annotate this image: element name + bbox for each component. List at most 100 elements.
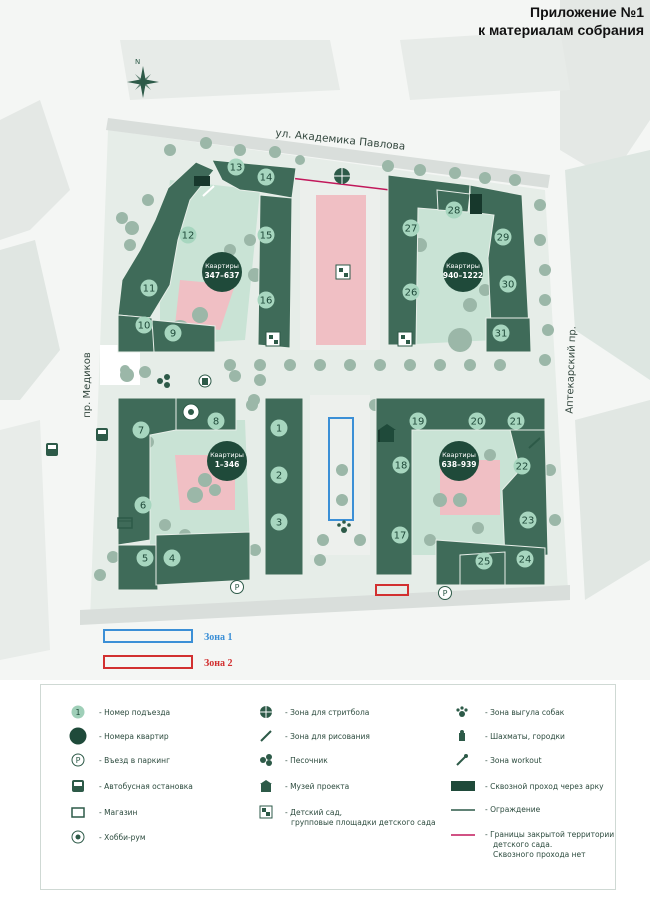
tree [209, 484, 221, 496]
entrance-number: 8 [213, 417, 219, 428]
entrance-number: 30 [502, 280, 515, 291]
tree [198, 473, 212, 487]
apartments-nw-label: Квартиры [205, 262, 239, 270]
entrance-number: 25 [478, 557, 491, 568]
entrance-marker: 20 [468, 412, 486, 430]
legend-bus-stop: - Автобусная остановка [99, 782, 193, 791]
building [155, 531, 251, 586]
tree [424, 534, 436, 546]
apartments-nw: Квартиры 347–637 [202, 252, 242, 292]
entrance-number: 6 [140, 501, 146, 512]
apartments-sw-label: Квартиры [210, 451, 244, 459]
tree [336, 494, 348, 506]
legend-panel: 1 - Номер подъезда - Номера квартир P - … [40, 684, 616, 890]
entrance-marker: 8 [207, 412, 225, 430]
entrance-marker: 18 [392, 456, 410, 474]
arch-passage-legend-icon [451, 781, 475, 791]
entrance-marker: 23 [519, 511, 537, 529]
header-line-2: к материалам собрания [478, 22, 644, 38]
entrance-number: 15 [260, 231, 273, 242]
arch-passage [470, 194, 482, 214]
tree [244, 234, 256, 246]
hobby-room-legend-icon [71, 830, 85, 844]
tree [354, 534, 366, 546]
restricted-boundary [289, 177, 391, 191]
legend-shop: - Магазин [99, 808, 138, 817]
apartments-nw-range: 347–637 [204, 271, 239, 280]
tree [314, 359, 326, 371]
entrance-number: 28 [448, 206, 461, 217]
surrounding-block [0, 100, 70, 240]
drawing-icon [202, 185, 541, 449]
legend-museum: - Музей проекта [285, 782, 350, 791]
zone-1-area [328, 417, 354, 521]
tree [433, 493, 447, 507]
tree [549, 514, 561, 526]
tree [142, 194, 154, 206]
tree [463, 298, 477, 312]
tree [234, 144, 246, 156]
legend-streetball: - Зона для стритбола [285, 708, 370, 717]
fence-legend-icon [451, 809, 475, 811]
entrance-marker: 26 [402, 283, 420, 301]
legend-entrance-number: - Номер подъезда [99, 708, 171, 717]
dog-walking-legend-icon [456, 706, 468, 717]
tree [544, 464, 556, 476]
apartment-numbers-icon [69, 727, 87, 745]
entrance-number: 22 [516, 462, 529, 473]
tree [472, 522, 484, 534]
header-line-1: Приложение №1 [530, 4, 644, 20]
svg-text:P: P [235, 583, 240, 592]
kindergarten-spot [175, 280, 235, 330]
chess-legend-icon [459, 730, 465, 741]
entrance-number: 29 [497, 233, 510, 244]
legend-kindergarten-2: групповые площадки детского сада [291, 818, 436, 827]
tree [404, 359, 416, 371]
building [151, 319, 216, 353]
entrance-number: 21 [510, 417, 523, 428]
tree [534, 234, 546, 246]
zone-2-swatch [103, 655, 193, 669]
tree [414, 164, 426, 176]
tree [344, 359, 356, 371]
tree [107, 551, 119, 563]
museum-legend-icon [260, 780, 272, 792]
entrance-number: 3 [276, 518, 282, 529]
svg-text:N: N [135, 58, 140, 66]
entrance-marker: 6 [134, 496, 152, 514]
shop-icon [117, 517, 133, 529]
apartments-se-label: Квартиры [442, 451, 476, 459]
workout-legend-icon [456, 754, 468, 766]
entrance-marker: 14 [257, 168, 275, 186]
street-east-label: Аптекарский пр. [564, 326, 578, 414]
building [117, 544, 159, 591]
streetball-legend-icon [260, 706, 272, 718]
parking-legend-icon: P [71, 753, 85, 767]
tree [539, 354, 551, 366]
tree [534, 199, 546, 211]
entrance-number: 19 [412, 417, 425, 428]
tree [382, 160, 394, 172]
entrance-marker: 5 [136, 549, 154, 567]
surrounding-block [560, 0, 650, 180]
entrance-number: 1 [276, 424, 282, 435]
apartments-se-range: 638–939 [441, 460, 476, 469]
tree [139, 366, 151, 378]
tree [249, 544, 261, 556]
tree [464, 359, 476, 371]
entrance-marker: 11 [140, 279, 158, 297]
entrance-marker: 7 [132, 421, 150, 439]
entrance-marker: 12 [179, 226, 197, 244]
tree [295, 155, 305, 165]
tree [192, 307, 208, 323]
entrance-number: 4 [169, 554, 175, 565]
legend-restricted-1: - Границы закрытой территории [485, 830, 615, 839]
tree [494, 359, 506, 371]
arch-passage [194, 176, 210, 186]
entrance-number: 10 [138, 321, 151, 332]
legend-drawing: - Зона для рисования [285, 732, 370, 741]
legend-restricted-2: детского сада. [493, 840, 553, 849]
entrance-marker: 4 [163, 549, 181, 567]
